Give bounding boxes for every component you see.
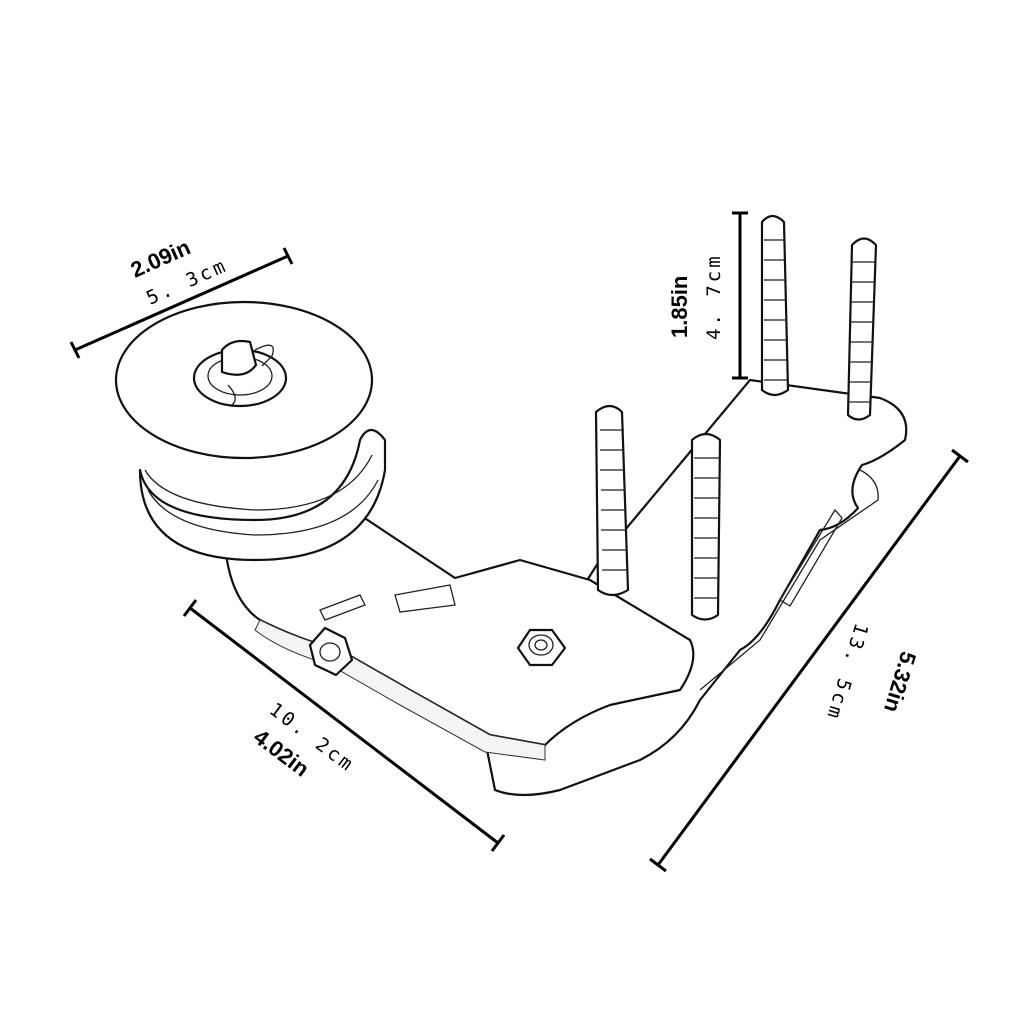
stud-3 [760, 214, 790, 397]
bracket-slot [779, 508, 843, 607]
bracket-edge [699, 469, 879, 691]
chain-tensioner-drawing [114, 214, 908, 797]
stud-height-metric: 4. 7cm [703, 253, 725, 340]
arm-notch [319, 594, 366, 621]
pulley-groove-2 [144, 454, 373, 511]
pulley-groove [147, 479, 379, 536]
retaining-clip [227, 344, 274, 406]
pivot-nut [516, 628, 567, 667]
pulley-bolt [220, 339, 258, 376]
threaded-studs [594, 214, 878, 621]
stud-4 [846, 237, 878, 421]
arm-slot [394, 584, 456, 613]
bracket-length-metric: 13. 5cm [822, 621, 873, 724]
stud-2 [690, 432, 722, 621]
stud-1 [594, 404, 630, 597]
idler-pulley [114, 300, 387, 562]
side-lock-nut [308, 626, 354, 677]
bracket-length-imperial: 5.32in [879, 649, 921, 716]
stud-height-imperial: 1.85in [667, 276, 692, 338]
pulley-lower-rim [138, 428, 387, 562]
dimension-stud-height: 1.85in 4. 7cm [667, 211, 748, 380]
